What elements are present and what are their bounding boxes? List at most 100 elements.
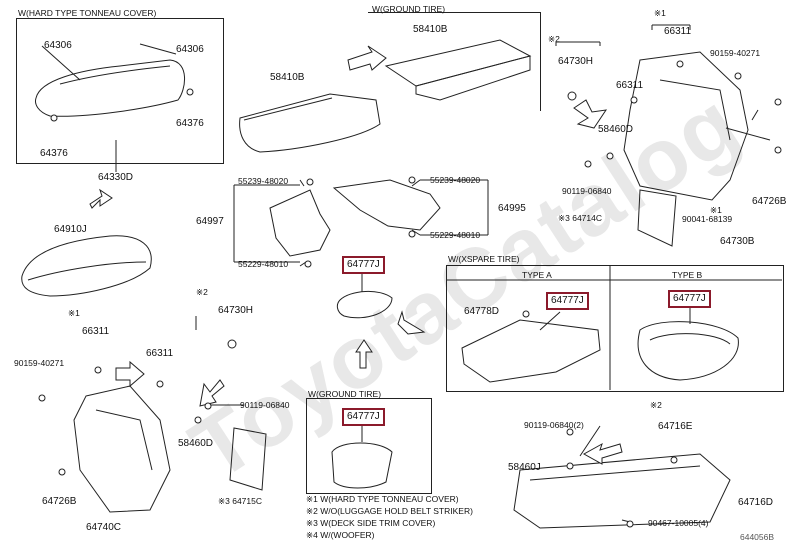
part-label[interactable]: 58410B [413, 24, 448, 35]
part-label[interactable]: 64730B [720, 236, 755, 247]
part-label-highlighted[interactable]: 64777J [668, 290, 711, 308]
part-label[interactable]: 64726B [42, 496, 77, 507]
footnote: ※3 W(DECK SIDE TRIM COVER) [306, 518, 436, 528]
part-label[interactable]: 90119-06840(2) [524, 420, 584, 430]
part-label[interactable]: 64306 [176, 44, 204, 55]
part-label[interactable]: 64330D [98, 172, 134, 183]
clip-icon [50, 114, 58, 122]
arrow [582, 442, 623, 465]
arrow [397, 310, 426, 335]
part-label[interactable]: 90041-68139 [682, 214, 733, 224]
group-title-hard-tonneau: W(HARD TYPE TONNEAU COVER) [18, 8, 157, 18]
footnote: ※2 W/O(LUGGAGE HOLD BELT STRIKER) [306, 506, 473, 516]
bracket-line [651, 24, 691, 30]
part-label[interactable]: 55239-48020 [430, 175, 481, 185]
group-title-spare-tire: W/(XSPARE TIRE) [448, 254, 520, 264]
screw-icon [584, 160, 592, 168]
part-label[interactable]: 64376 [40, 148, 68, 159]
part-label[interactable]: 66311 [146, 348, 174, 359]
group-box-ground-tire-top [368, 12, 541, 111]
part-label[interactable]: 90119-06840 [240, 400, 290, 410]
arrow [199, 379, 225, 407]
clip-icon [194, 416, 202, 424]
part-label[interactable]: 64376 [176, 118, 204, 129]
type-a-label: TYPE A [522, 270, 552, 280]
part-label-highlighted[interactable]: 64777J [546, 292, 589, 310]
part-label-highlighted[interactable]: 64777J [342, 408, 385, 426]
part-label[interactable]: 64995 [498, 203, 526, 214]
part-label[interactable]: 58460D [598, 124, 634, 135]
tonneau-cover-shape [35, 59, 185, 117]
part-label[interactable]: 64740C [86, 522, 122, 533]
part-label[interactable]: 64726B [752, 196, 787, 207]
part-label[interactable]: 55239-48020 [238, 176, 289, 186]
bolt-icon [58, 468, 66, 476]
part-label[interactable]: 64910J [54, 224, 87, 235]
diagram-id: 644056B [740, 532, 775, 542]
part-label[interactable]: 66311 [82, 326, 110, 337]
part-label[interactable]: 64778D [464, 306, 500, 317]
bracket-line [555, 41, 601, 46]
note-mark: ※2 [548, 34, 560, 44]
clip-icon [186, 88, 194, 96]
clip-icon [676, 60, 684, 68]
note-mark: ※1 [68, 308, 80, 318]
footnote: ※4 W/(WOOFER) [306, 530, 375, 540]
part-label[interactable]: 66311 [664, 26, 692, 37]
part-label[interactable]: 90159-40271 [710, 48, 761, 58]
trim-cover-bottom [229, 427, 267, 491]
bolt-icon [304, 260, 312, 268]
group-box-spare-tire [446, 265, 784, 392]
bolt-icon [774, 98, 782, 106]
part-label[interactable]: 55229-48010 [430, 230, 481, 240]
part-label[interactable]: 90467-10005(4) [648, 518, 709, 528]
screw-icon [204, 402, 212, 410]
clip-icon [94, 366, 102, 374]
group-box-hard-tonneau [16, 18, 224, 164]
clip-icon [156, 380, 164, 388]
part-label[interactable]: 64730H [558, 56, 594, 67]
bolt-icon [774, 146, 782, 154]
tonneau-cover-line [59, 65, 171, 85]
part-label[interactable]: 90159-40271 [14, 358, 65, 368]
note-mark: ※2 [196, 287, 208, 297]
part-label[interactable]: 66311 [616, 80, 644, 91]
part-label[interactable]: 58460J [508, 462, 541, 473]
clip-icon [606, 152, 614, 160]
part-label-highlighted[interactable]: 64777J [342, 256, 385, 274]
bolt-icon [306, 178, 314, 186]
part-label[interactable]: 64716D [738, 497, 774, 508]
group-title-ground-tire-bottom: W(GROUND TIRE) [308, 389, 382, 399]
part-label[interactable]: 64730H [218, 305, 254, 316]
part-label[interactable]: 90119-06840 [562, 186, 612, 196]
clip-icon [522, 310, 530, 318]
part-label[interactable]: 55229-48010 [238, 259, 289, 269]
arrow [573, 99, 608, 129]
screw-icon [227, 339, 237, 349]
clip-icon [670, 456, 678, 464]
bolt-icon [408, 230, 416, 238]
part-label[interactable]: 58460D [178, 438, 214, 449]
arrow [347, 45, 387, 71]
part-label[interactable]: 64716E [658, 421, 693, 432]
note-mark: ※1 [710, 205, 722, 215]
bolt-icon [734, 72, 742, 80]
part-label[interactable]: 64306 [44, 40, 72, 51]
note-mark: ※2 [650, 400, 662, 410]
arrow [115, 360, 145, 388]
trim-cover-top [637, 189, 677, 247]
footnote: ※1 W(HARD TYPE TONNEAU COVER) [306, 494, 459, 504]
group-title-ground-tire: W(GROUND TIRE) [372, 4, 446, 14]
screw-icon [566, 428, 574, 436]
bolt-icon [408, 176, 416, 184]
type-b-label: TYPE B [672, 270, 703, 280]
part-label[interactable]: ※3 64715C [218, 496, 262, 506]
part-label[interactable]: ※3 64714C [558, 213, 602, 223]
bolt-icon [626, 520, 634, 528]
bolt-icon [38, 394, 46, 402]
group-box-ground-tire-bottom [306, 398, 432, 494]
part-label[interactable]: 64997 [196, 216, 224, 227]
part-label[interactable]: 58410B [270, 72, 305, 83]
